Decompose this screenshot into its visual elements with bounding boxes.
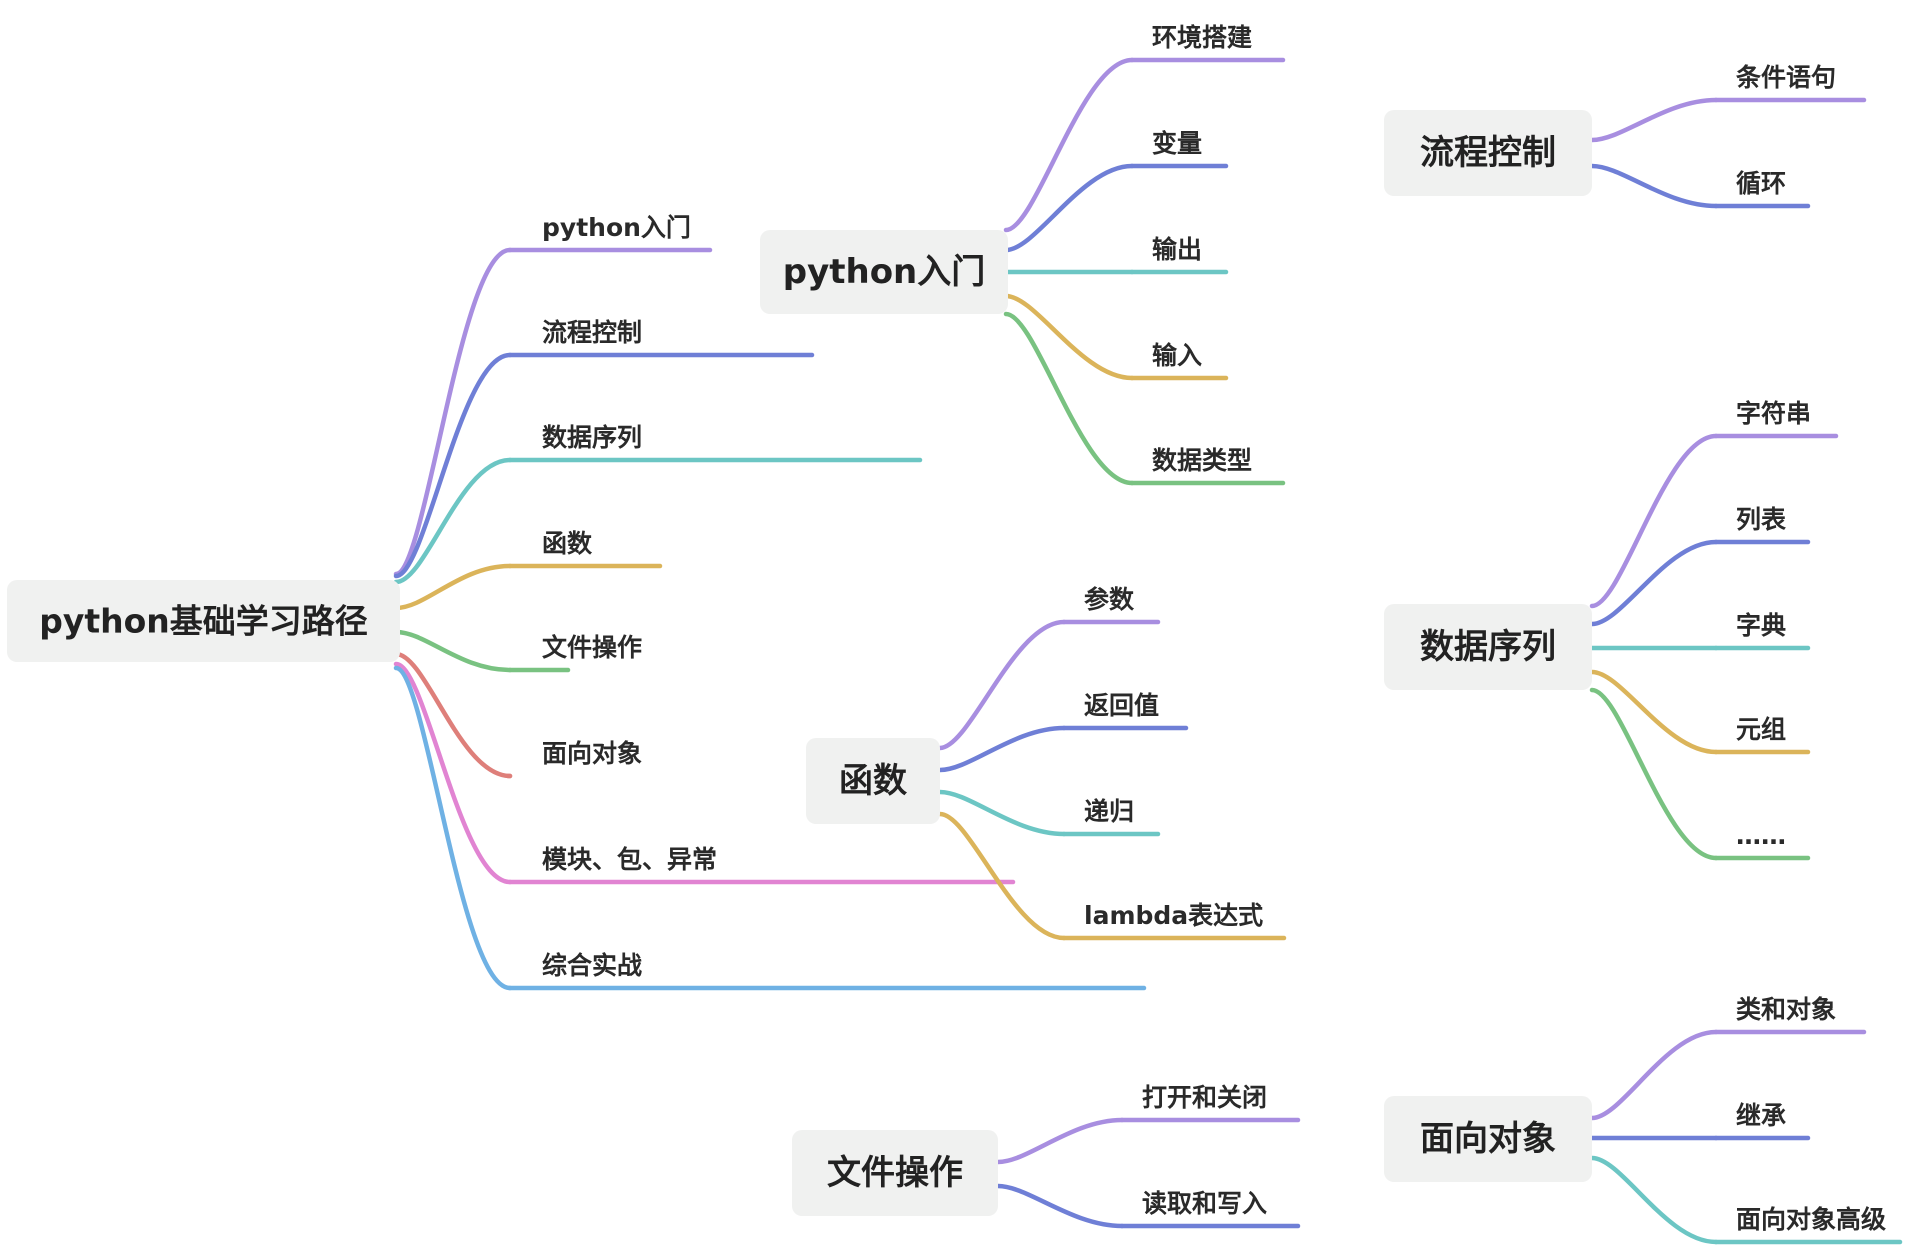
intro-child-2[interactable]: 输出 [1152, 235, 1202, 264]
root-node-label: python基础学习路径 [39, 602, 368, 641]
root-branch-5 [393, 651, 513, 779]
root-node[interactable]: python基础学习路径 [7, 580, 400, 662]
root-branch-6 [393, 661, 513, 885]
root-branch-4 [393, 629, 513, 673]
root-branch-7 [393, 665, 513, 991]
topic-intro[interactable]: python入门 [760, 230, 1008, 314]
intro-branch-1 [1003, 163, 1135, 253]
func-branch-3 [937, 811, 1067, 941]
topic-seq-box [1384, 604, 1592, 690]
intro-child-0[interactable]: 环境搭建 [1152, 23, 1252, 52]
seq-child-1[interactable]: 列表 [1736, 505, 1787, 534]
root-branch-3 [393, 563, 513, 611]
flow-child-0[interactable]: 条件语句 [1736, 63, 1836, 92]
root-node-box [7, 580, 400, 662]
seq-child-3[interactable]: 元组 [1736, 715, 1786, 744]
topic-file-box [792, 1130, 998, 1216]
oop-child-1[interactable]: 继承 [1736, 1101, 1786, 1130]
topic-flow-box [1384, 110, 1592, 196]
root-child-6[interactable]: 模块、包、异常 [542, 845, 717, 874]
oop-branch-2 [1589, 1155, 1719, 1245]
oop-child-2[interactable]: 面向对象高级 [1736, 1205, 1886, 1234]
file-child-1[interactable]: 读取和写入 [1142, 1189, 1267, 1218]
intro-child-4[interactable]: 数据类型 [1152, 446, 1252, 475]
file-child-0[interactable]: 打开和关闭 [1142, 1083, 1267, 1112]
root-branch-0 [393, 247, 513, 577]
topic-intro-label: python入门 [783, 252, 986, 292]
intro-child-1[interactable]: 变量 [1152, 129, 1202, 158]
topic-file-label: 文件操作 [827, 1153, 963, 1193]
oop-branch-0 [1589, 1029, 1719, 1121]
root-child-0[interactable]: python入门 [542, 213, 691, 242]
nodes: python入门流程控制数据序列函数文件操作面向对象模块、包、异常综合实战pyt… [7, 23, 1886, 1234]
func-child-2[interactable]: 递归 [1084, 797, 1134, 826]
seq-child-4[interactable]: …… [1736, 821, 1786, 850]
intro-branch-0 [1003, 57, 1135, 233]
file-branch-0 [995, 1117, 1125, 1165]
topic-flow[interactable]: 流程控制 [1384, 110, 1592, 196]
seq-branch-3 [1589, 669, 1719, 755]
topic-func-box [806, 738, 940, 824]
seq-branch-0 [1589, 433, 1719, 609]
func-child-0[interactable]: 参数 [1084, 585, 1135, 614]
flow-child-1[interactable]: 循环 [1736, 169, 1786, 198]
root-child-3[interactable]: 函数 [542, 529, 593, 558]
topic-seq[interactable]: 数据序列 [1384, 604, 1592, 690]
topic-file[interactable]: 文件操作 [792, 1130, 998, 1216]
root-child-2[interactable]: 数据序列 [542, 423, 642, 452]
root-child-4[interactable]: 文件操作 [542, 633, 642, 662]
seq-child-0[interactable]: 字符串 [1736, 399, 1811, 428]
branch-lines [393, 57, 1903, 1245]
seq-child-2[interactable]: 字典 [1736, 611, 1786, 640]
topic-func[interactable]: 函数 [806, 738, 940, 824]
topic-seq-label: 数据序列 [1420, 627, 1556, 667]
intro-branch-4 [1003, 311, 1135, 486]
func-branch-0 [937, 619, 1067, 751]
root-branch-2 [393, 457, 513, 585]
func-child-1[interactable]: 返回值 [1084, 691, 1159, 720]
root-child-5[interactable]: 面向对象 [542, 739, 642, 768]
root-child-7[interactable]: 综合实战 [542, 951, 642, 980]
func-child-3[interactable]: lambda表达式 [1084, 901, 1263, 930]
intro-branch-3 [1003, 293, 1135, 381]
root-child-1[interactable]: 流程控制 [542, 318, 642, 347]
topic-func-label: 函数 [839, 761, 907, 801]
oop-child-0[interactable]: 类和对象 [1736, 995, 1836, 1024]
seq-branch-4 [1589, 687, 1719, 861]
flow-branch-0 [1589, 97, 1719, 143]
intro-child-3[interactable]: 输入 [1152, 341, 1202, 370]
seq-branch-1 [1589, 539, 1719, 627]
flow-branch-1 [1589, 163, 1719, 209]
func-branch-1 [937, 725, 1067, 773]
topic-oop-box [1384, 1096, 1592, 1182]
topic-oop-label: 面向对象 [1420, 1119, 1556, 1159]
topic-intro-box [760, 230, 1008, 314]
file-branch-1 [995, 1183, 1125, 1229]
func-branch-2 [937, 789, 1067, 837]
root-branch-1 [393, 352, 513, 579]
topic-flow-label: 流程控制 [1420, 133, 1556, 173]
topic-oop[interactable]: 面向对象 [1384, 1096, 1592, 1182]
